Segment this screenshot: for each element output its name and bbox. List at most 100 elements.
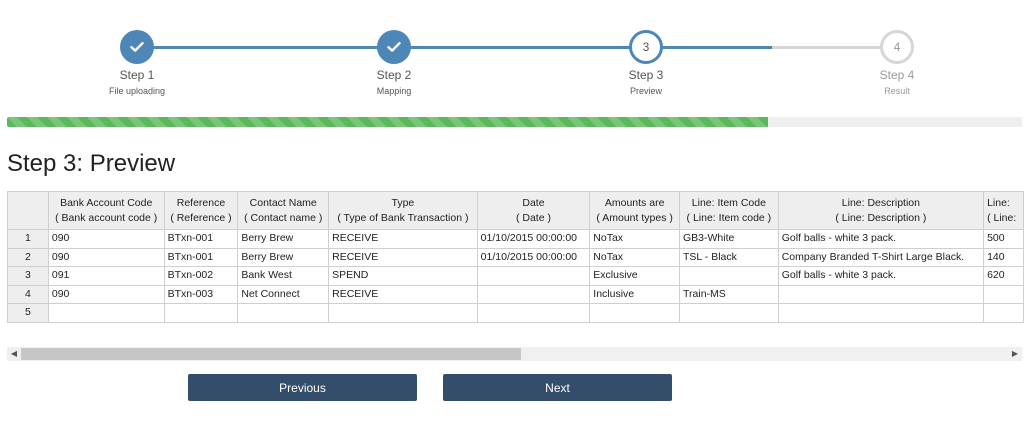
column-header[interactable]: Line: Item Code( Line: Item code ) [679,191,779,230]
table-cell[interactable]: SPEND [328,266,478,286]
table-cell[interactable]: BTxn-002 [163,266,239,286]
step-4-circle: 4 [880,30,914,64]
row-number[interactable]: 3 [7,266,49,286]
row-number[interactable]: 4 [7,284,49,304]
column-field: ( Bank account code ) [55,211,158,224]
column-name: Bank Account Code [60,196,153,209]
column-field: ( Amount types ) [596,211,673,224]
previous-button[interactable]: Previous [188,374,417,401]
table-row: 4 090 BTxn-003 Net Connect RECEIVE Inclu… [7,284,1024,304]
column-header[interactable]: Amounts are ( Amount types ) [589,191,681,230]
column-field: ( Line: Description ) [835,211,927,224]
table-cell[interactable]: Train-MS [679,284,779,304]
column-name: Line: Description [841,196,920,209]
table-cell[interactable] [328,303,478,323]
step-1-title: Step 1 [119,68,155,82]
table-cell[interactable]: BTxn-001 [163,247,239,267]
check-icon [387,42,401,52]
table-cell[interactable]: Net Connect [237,284,330,304]
table-cell[interactable]: 090 [47,229,165,249]
column-header[interactable]: Line: Description ( Line: Description ) [777,191,985,230]
table-cell[interactable] [476,284,591,304]
table-cell[interactable]: Inclusive [589,284,681,304]
table-cell[interactable]: NoTax [589,247,681,267]
table-cell[interactable] [679,303,779,323]
table-cell[interactable] [983,303,1024,323]
row-number[interactable]: 2 [7,247,49,267]
step-1[interactable]: Step 1 File uploading [62,30,212,96]
step-connector-4 [772,46,897,49]
stepper: Step 1 File uploading Step 2 Mapping 3 S… [0,0,1024,110]
table-cell[interactable] [777,284,985,304]
column-name: Line: Item Code [691,196,766,209]
table-cell[interactable]: RECEIVE [328,229,478,249]
table-cell[interactable] [589,303,681,323]
step-3-title: Step 3 [628,68,664,82]
table-cell[interactable]: RECEIVE [328,247,478,267]
column-header[interactable]: Reference( Reference ) [163,191,239,230]
column-header[interactable]: Bank Account Code ( Bank account code ) [47,191,165,230]
header-row: Bank Account Code ( Bank account code ) R… [7,191,1024,230]
table-cell[interactable] [679,266,779,286]
table-cell[interactable]: BTxn-001 [163,229,239,249]
table-cell[interactable] [777,303,985,323]
scrollbar-thumb[interactable] [21,348,521,360]
row-number[interactable]: 5 [7,303,49,323]
table-cell[interactable] [476,303,591,323]
table-cell[interactable]: Company Branded T-Shirt Large Black. [777,247,985,267]
preview-grid[interactable]: Bank Account Code ( Bank account code ) R… [7,191,1024,325]
table-cell[interactable] [237,303,330,323]
arrow-right-icon[interactable]: ▶ [1011,349,1019,358]
table-cell[interactable]: 140 [983,247,1024,267]
table-cell[interactable]: Berry Brew [237,229,330,249]
table-cell[interactable]: RECEIVE [328,284,478,304]
arrow-left-icon[interactable]: ◀ [10,349,18,358]
column-header[interactable]: Date( Date ) [476,191,591,230]
table-cell[interactable]: Exclusive [589,266,681,286]
column-field: ( Date ) [515,211,551,224]
table-cell[interactable] [476,266,591,286]
progress-bar [7,117,1022,127]
progress-fill [7,117,769,127]
column-name: Amounts are [604,196,665,209]
step-3-circle: 3 [629,30,663,64]
table-cell[interactable]: 091 [47,266,165,286]
column-field: ( Line: [987,211,1017,224]
column-header[interactable]: Type( Type of Bank Transaction ) [328,191,478,230]
step-2-subtitle: Mapping [376,86,412,96]
next-button[interactable]: Next [443,374,672,401]
table-cell[interactable]: 620 [983,266,1024,286]
table-cell[interactable]: NoTax [589,229,681,249]
column-field: ( Reference ) [170,211,232,224]
table-cell[interactable]: 01/10/2015 00:00:00 [476,229,591,249]
step-3[interactable]: 3 Step 3 Preview [571,30,721,96]
table-cell[interactable] [163,303,239,323]
table-cell[interactable]: TSL - Black [679,247,779,267]
step-connector-1 [137,46,394,49]
step-1-subtitle: File uploading [108,86,166,96]
table-cell[interactable]: 01/10/2015 00:00:00 [476,247,591,267]
table-cell[interactable]: GB3-White [679,229,779,249]
horizontal-scrollbar[interactable]: ◀ ▶ [7,347,1022,361]
table-cell[interactable]: BTxn-003 [163,284,239,304]
row-number[interactable]: 1 [7,229,49,249]
step-4[interactable]: 4 Step 4 Result [822,30,972,96]
step-2[interactable]: Step 2 Mapping [319,30,469,96]
table-cell[interactable]: Golf balls - white 3 pack. [777,229,985,249]
table-cell[interactable]: Bank West [237,266,330,286]
table-cell[interactable]: 500 [983,229,1024,249]
step-4-title: Step 4 [879,68,915,82]
table-cell[interactable]: 090 [47,284,165,304]
table-row: 5 [7,303,1024,323]
column-name: Contact Name [249,196,317,209]
table-cell[interactable]: 090 [47,247,165,267]
step-connector-3 [646,46,772,49]
column-header[interactable]: Contact Name ( Contact name ) [237,191,330,230]
table-cell[interactable] [47,303,165,323]
table-cell[interactable]: Golf balls - white 3 pack. [777,266,985,286]
table-cell[interactable]: Berry Brew [237,247,330,267]
column-field: ( Contact name ) [244,211,323,224]
page-title: Step 3: Preview [7,150,176,177]
table-cell[interactable] [983,284,1024,304]
column-header[interactable]: Line:( Line: [983,191,1024,230]
